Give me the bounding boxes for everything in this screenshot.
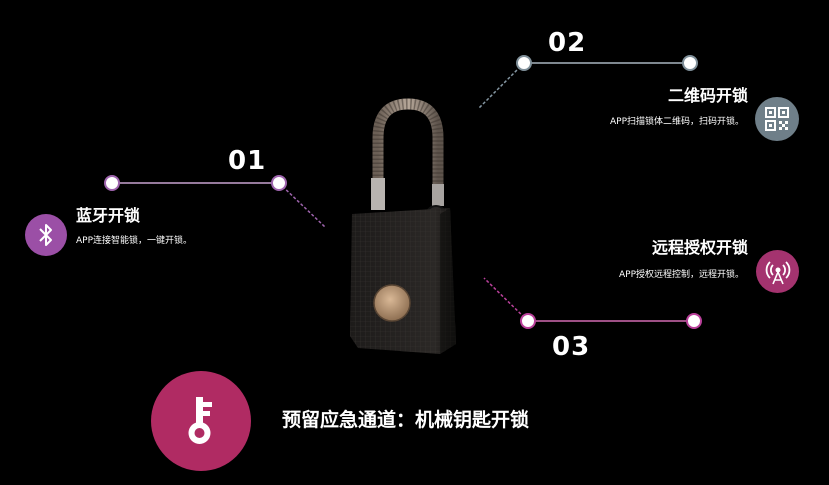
node-dot-01a xyxy=(104,175,120,191)
feature-number-01: 01 xyxy=(228,146,267,176)
feature-number-03: 03 xyxy=(552,332,591,362)
feature-number-02: 02 xyxy=(548,28,587,58)
feature-title-01: 蓝牙开锁 xyxy=(76,206,141,225)
feature-title-02: 二维码开锁 xyxy=(667,86,748,105)
connector-diagonal-02 xyxy=(478,62,525,109)
bluetooth-icon xyxy=(25,214,67,256)
connector-diagonal-01 xyxy=(278,182,326,228)
node-dot-03b xyxy=(686,313,702,329)
key-icon xyxy=(151,371,251,471)
node-dot-03a xyxy=(520,313,536,329)
feature-description-03: APP授权远程控制，远程开锁。 xyxy=(618,270,744,280)
qr-code-icon xyxy=(755,97,799,141)
node-dot-02a xyxy=(516,55,532,71)
feature-description-02: APP扫描锁体二维码，扫码开锁。 xyxy=(609,117,744,127)
node-dot-01b xyxy=(271,175,287,191)
signal-tower-icon xyxy=(756,250,799,293)
feature-title-03: 远程授权开锁 xyxy=(651,238,748,257)
padlock-illustration xyxy=(350,98,456,354)
emergency-channel-text: 预留应急通道：机械钥匙开锁 xyxy=(282,409,530,431)
connector-diagonal-03 xyxy=(483,277,529,322)
feature-description-01: APP连接智能锁，一键开锁。 xyxy=(76,236,193,246)
node-dot-02b xyxy=(682,55,698,71)
